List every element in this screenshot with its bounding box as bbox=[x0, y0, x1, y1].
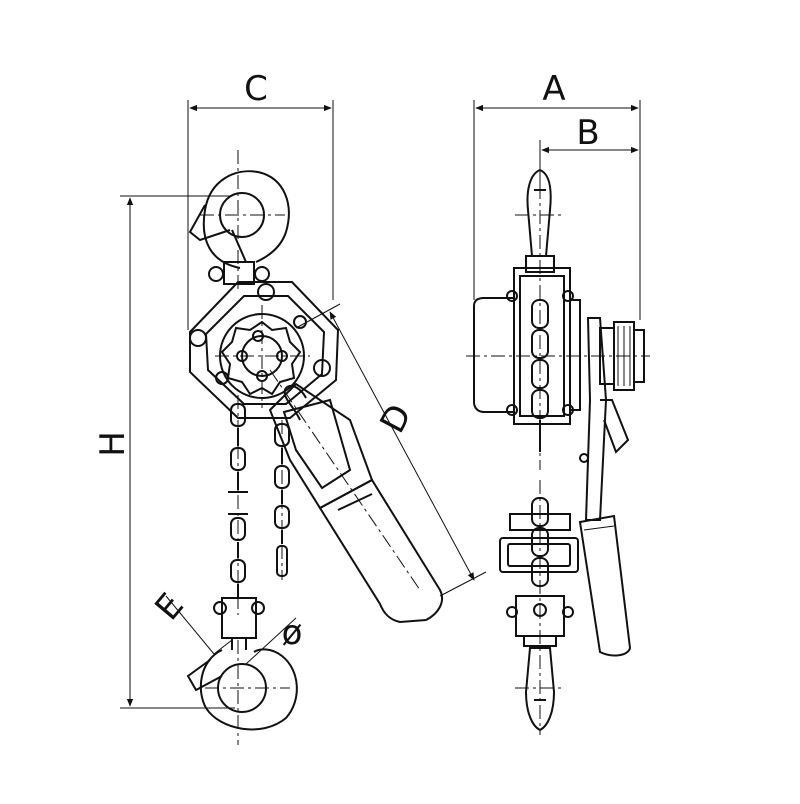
label-a: A bbox=[542, 69, 565, 109]
top-hook bbox=[188, 150, 290, 290]
side-lever bbox=[578, 317, 632, 657]
lever-handle bbox=[268, 369, 444, 624]
dimension-a: A bbox=[473, 69, 641, 320]
side-view: A B bbox=[466, 69, 650, 735]
label-h: H bbox=[93, 431, 133, 457]
bottom-hook bbox=[186, 640, 298, 745]
top-hook-collar bbox=[208, 261, 270, 285]
dimension-e: E bbox=[147, 586, 233, 655]
label-b: B bbox=[576, 113, 599, 153]
label-e: E bbox=[147, 586, 191, 628]
side-bottom-block bbox=[506, 595, 574, 647]
dimension-c: C bbox=[187, 69, 334, 330]
side-load-chain bbox=[531, 299, 549, 452]
hand-chain-right bbox=[274, 420, 290, 580]
side-lower-chain bbox=[499, 480, 579, 735]
front-view: C H bbox=[93, 69, 487, 745]
load-gear bbox=[215, 305, 310, 408]
side-brake-cap bbox=[599, 321, 645, 391]
bottom-hook-swivel bbox=[213, 597, 265, 650]
side-body bbox=[466, 267, 650, 425]
dimension-d: D bbox=[295, 303, 487, 597]
label-phi: ø bbox=[282, 613, 303, 653]
dimension-phi: ø bbox=[245, 613, 303, 665]
hand-chain-left bbox=[228, 395, 248, 615]
side-bottom-hook bbox=[515, 647, 565, 732]
label-c: C bbox=[244, 69, 268, 109]
dimension-b: B bbox=[539, 113, 639, 185]
dimension-h: H bbox=[93, 195, 235, 709]
